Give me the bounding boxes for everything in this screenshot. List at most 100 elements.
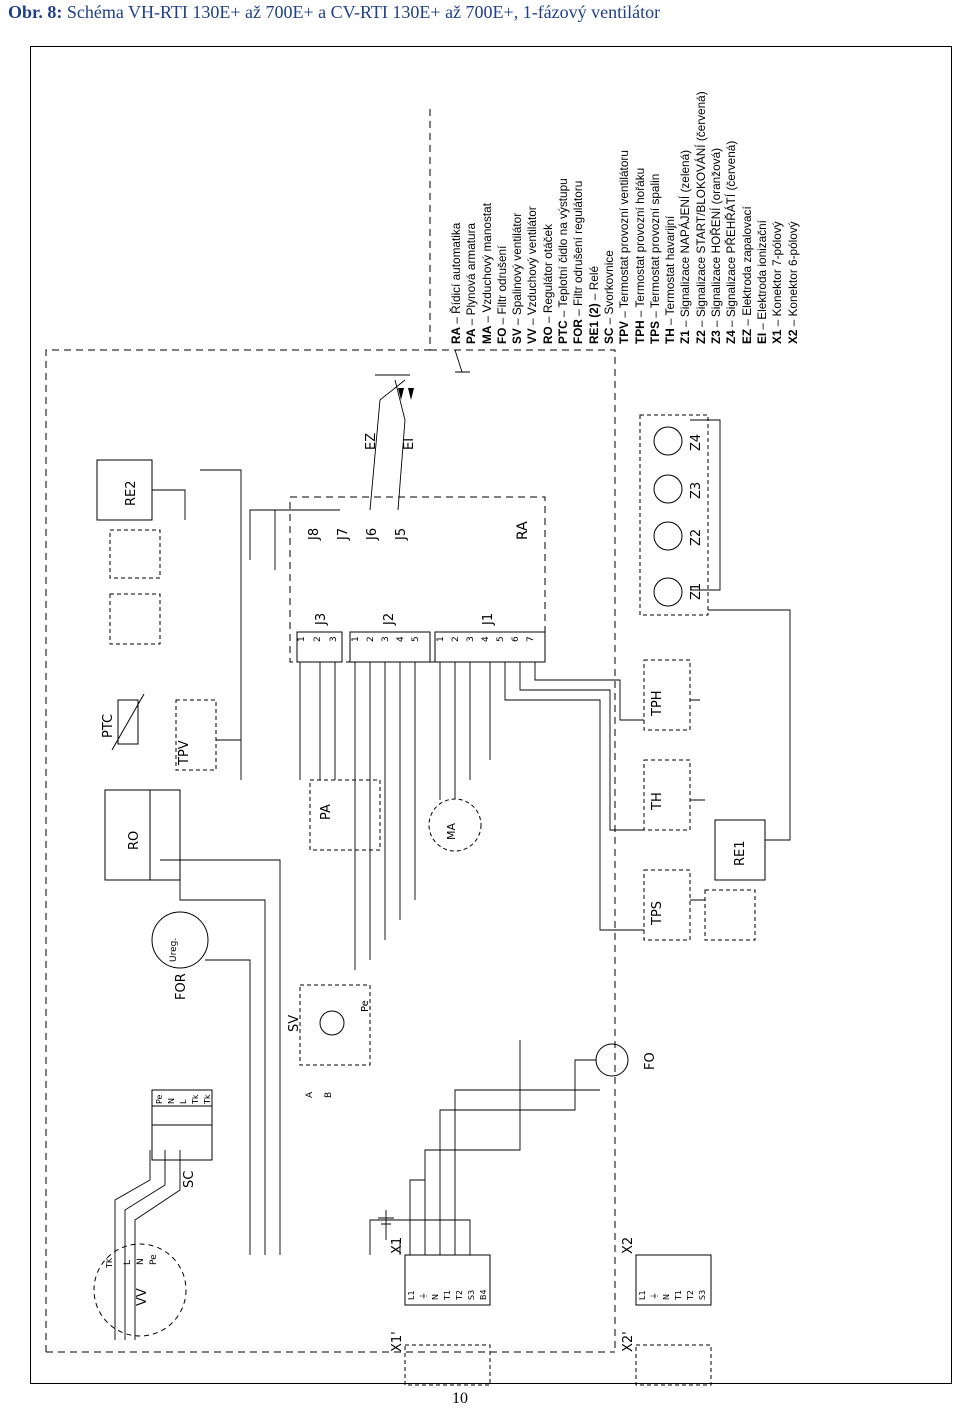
sc-pin: L (179, 1099, 188, 1104)
label-z4: Z4 (689, 434, 704, 451)
label-re2: RE2 (124, 480, 139, 506)
j3-pin: 2 (313, 636, 323, 642)
wires (114, 349, 791, 1340)
label-j8: J8 (307, 528, 322, 541)
label-th: TH (650, 792, 665, 811)
legend-code: VV (525, 328, 540, 344)
legend-description: Teplotní čidlo na výstupu (556, 178, 571, 308)
legend-description: Signalizace NAPÁJENÍ (zelená) (678, 149, 693, 318)
legend-separator: – (494, 314, 509, 328)
legend-description: Termostat provozní hořáku (632, 167, 647, 308)
x1-pin: S3 (467, 1290, 476, 1300)
for-filter-symbol (151, 911, 209, 969)
label-b: B (324, 1092, 334, 1098)
legend-description: Signalizace PŘEHŘÁTÍ (červená) (724, 140, 739, 318)
legend-code: RE1 (2) (586, 303, 601, 344)
vv-fan-symbol (93, 1243, 187, 1337)
legend-separator: – (678, 317, 693, 331)
tph-thermostat (643, 659, 691, 731)
x2-pin: T1 (674, 1290, 683, 1301)
label-vv: VV (135, 1288, 150, 1306)
legend-description: Elektroda ionizační (754, 220, 769, 320)
label-z2: Z2 (689, 529, 704, 546)
legend-item: Z2 – Signalizace START/BLOKOVÁNÍ (červen… (694, 0, 709, 344)
legend-item: EI – Elektroda ionizační (755, 0, 770, 344)
legend-description: Termostat provozní ventilátoru (617, 150, 632, 309)
legend-separator: – (770, 316, 785, 330)
legend-description: Konektor 6-pólový (785, 221, 800, 317)
enclosure-outline-right (430, 349, 616, 1352)
label-vv-pe: Pe (149, 1254, 159, 1265)
legend-description: Konektor 7-pólový (770, 221, 785, 317)
label-x2p: X2' (621, 1331, 636, 1352)
j2-pin: 5 (411, 636, 421, 642)
legend-item: Z3 – Signalizace HOŘENÍ (oranžová) (709, 0, 724, 344)
label-ureg: Ureg. (169, 938, 179, 962)
legend-item: FO – Filtr odrušení (495, 0, 510, 344)
legend-separator: – (556, 307, 571, 321)
legend-code: EZ (739, 328, 754, 344)
legend-description: Spalinový ventilátor (510, 212, 525, 316)
legend-code: PA (464, 328, 479, 344)
legend-description: Vzduchový manostat (479, 203, 494, 313)
signal-lamps (653, 426, 683, 607)
legend-separator: – (724, 317, 739, 331)
legend-description: Svorkovnice (601, 250, 616, 315)
legend-separator: – (586, 290, 601, 304)
x1-pin: T2 (455, 1290, 464, 1301)
legend-code: Z3 (709, 330, 724, 344)
legend-item: EZ – Elektroda zapalovací (740, 0, 755, 344)
legend-separator: – (571, 305, 586, 320)
sc-pin: Tk (203, 1094, 212, 1105)
figure-caption: Schéma VH-RTI 130E+ až 700E+ a CV-RTI 13… (62, 2, 661, 22)
legend-description: Filtr odrušení regulátoru (571, 180, 586, 306)
legend-separator: – (449, 313, 463, 327)
legend-item: X1 – Konektor 7-pólový (770, 0, 785, 344)
label-a: A (305, 1091, 315, 1098)
label-x1: X1 (390, 1237, 405, 1254)
legend-separator: – (617, 308, 632, 322)
legend-description: Termostat provozní spalin (647, 173, 662, 309)
ro-regulator-box (104, 789, 181, 881)
legend-code: X2 (785, 329, 800, 344)
legend-item: PTC – Teplotní čidlo na výstupu (556, 0, 571, 344)
legend-code: MA (479, 325, 494, 344)
label-j1: J1 (481, 613, 496, 626)
legend-item: FOR – Filtr odrušení regulátoru (571, 0, 586, 344)
legend-description: Filtr odrušení (494, 245, 509, 315)
electrode-arrows (398, 388, 414, 400)
label-sc: SC (182, 1171, 197, 1188)
label-vv-l: L (123, 1260, 133, 1265)
legend-code: EI (754, 332, 769, 344)
legend-description: Vzduchový ventilátor (525, 206, 540, 316)
x2-pin: N (662, 1294, 671, 1300)
legend-description: Termostat havarijní (663, 215, 678, 316)
legend-description: Signalizace START/BLOKOVÁNÍ (červená) (693, 91, 708, 318)
legend-code: Z1 (678, 330, 693, 344)
legend-item: X2 – Konektor 6-pólový (786, 0, 801, 344)
page-title: Obr. 8: Schéma VH-RTI 130E+ až 700E+ a C… (8, 2, 660, 23)
label-tph: TPH (650, 690, 665, 717)
legend-separator: – (754, 319, 769, 333)
label-tps: TPS (650, 901, 665, 926)
legend-code: TPV (617, 321, 632, 344)
legend-separator: – (663, 315, 678, 329)
legend-item: RO – Regulátor otáček (541, 0, 556, 344)
j1-pin: 1 (436, 636, 446, 642)
page-number: 10 (452, 1390, 468, 1407)
fo-filter-symbol (595, 1043, 629, 1077)
j1-pin: 5 (496, 636, 506, 642)
legend-separator: – (739, 315, 754, 329)
label-sv-pe: Pe (360, 1000, 371, 1012)
x1-connector (404, 1254, 491, 1306)
legend-separator: – (693, 317, 708, 331)
legend-code: TPH (632, 320, 647, 344)
label-ro: RO (127, 831, 142, 850)
label-j3: J3 (314, 613, 329, 626)
legend-code: FO (494, 327, 509, 344)
legend-item: SC – Svorkovnice (602, 0, 617, 344)
x2-pin: T2 (686, 1290, 695, 1301)
legend-description: Řídicí automatika (449, 222, 463, 314)
x2-pin: L1 (638, 1290, 647, 1300)
